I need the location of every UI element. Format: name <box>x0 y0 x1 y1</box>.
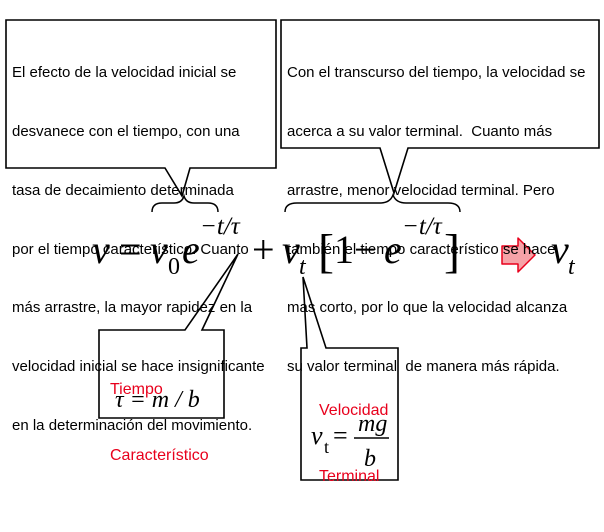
eq-e2: e <box>384 227 402 272</box>
vt-equals: = <box>333 421 348 450</box>
right-arrow-icon <box>501 237 536 273</box>
vt-callout-box <box>300 276 399 481</box>
right-callout-box <box>280 19 600 196</box>
right-note-line: Con el transcurso del tiempo, la velocid… <box>287 64 586 82</box>
tau-callout-box <box>98 253 239 419</box>
left-note-line: El efecto de la velocidad inicial se <box>12 64 237 82</box>
eq-v0-sub: 0 <box>168 254 180 280</box>
right-note-line: mas corto, por lo que la velocidad alcan… <box>287 299 568 317</box>
diagram-graphics: v = v 0 e −t/τ + v t [ 1 − e −t/τ ] v t … <box>5 19 600 481</box>
right-note: Con el transcurso del tiempo, la velocid… <box>287 24 586 416</box>
eq-equals: = <box>119 227 142 272</box>
eq-one: 1 <box>334 227 354 272</box>
left-overbrace <box>151 193 219 213</box>
left-note: El efecto de la velocidad inicial se des… <box>12 24 265 475</box>
vt-denominator: b <box>364 446 376 472</box>
eq-plus: + <box>252 227 275 272</box>
vt-lhs-base: v <box>311 421 323 450</box>
eq-exponent-left: −t/τ <box>200 213 241 240</box>
right-note-line: acerca a su valor terminal. Cuanto más <box>287 122 553 140</box>
right-note-line: arrastre, menor velocidad terminal. Pero <box>287 181 555 199</box>
left-note-line: por el tiempo característico. Cuanto <box>12 240 249 258</box>
left-callout-box <box>5 19 277 198</box>
eq-v: v <box>92 227 110 272</box>
right-note-line: también el tiempo característico se hace <box>287 240 556 258</box>
eq-v0-base: v <box>150 227 168 272</box>
vt-numerator: mg <box>358 411 387 437</box>
left-note-line: tasa de decaimiento determinada <box>12 181 234 199</box>
velocity-diagram: v = v 0 e −t/τ + v t [ 1 − e −t/τ ] v t … <box>5 19 600 485</box>
vt-title-line2: Terminal <box>319 468 380 485</box>
left-note-line: más arrastre, la mayor rapidez en la <box>12 299 253 317</box>
eq-vt-base: v <box>282 227 300 272</box>
eq-bracket-open: [ <box>318 225 334 278</box>
tau-formula: τ = m / b <box>115 387 200 413</box>
tau-title: Tiempo Característico <box>110 335 209 511</box>
eq-bracket-close: ] <box>444 225 460 278</box>
right-note-line: su valor terminal de manera más rápida. <box>287 358 560 376</box>
left-note-line: en la determinación del movimiento. <box>12 416 253 434</box>
vt-title: Velocidad Terminal <box>319 356 388 532</box>
eq-minus: − <box>354 227 377 272</box>
left-note-line: velocidad inicial se hace insignificante <box>12 358 265 376</box>
tau-title-line1: Tiempo <box>110 381 163 398</box>
left-note-line: desvanece con el tiempo, con una <box>12 122 240 140</box>
tau-title-line2: Característico <box>110 447 209 464</box>
right-overbrace <box>284 192 461 213</box>
eq-vt-sub: t <box>299 254 307 280</box>
vt-title-line1: Velocidad <box>319 402 389 419</box>
eq-exponent-right: −t/τ <box>402 213 443 240</box>
result-vt-sub: t <box>568 254 576 280</box>
vt-lhs-sub: t <box>324 437 329 457</box>
eq-e: e <box>182 227 200 272</box>
result-vt-base: v <box>551 227 569 272</box>
